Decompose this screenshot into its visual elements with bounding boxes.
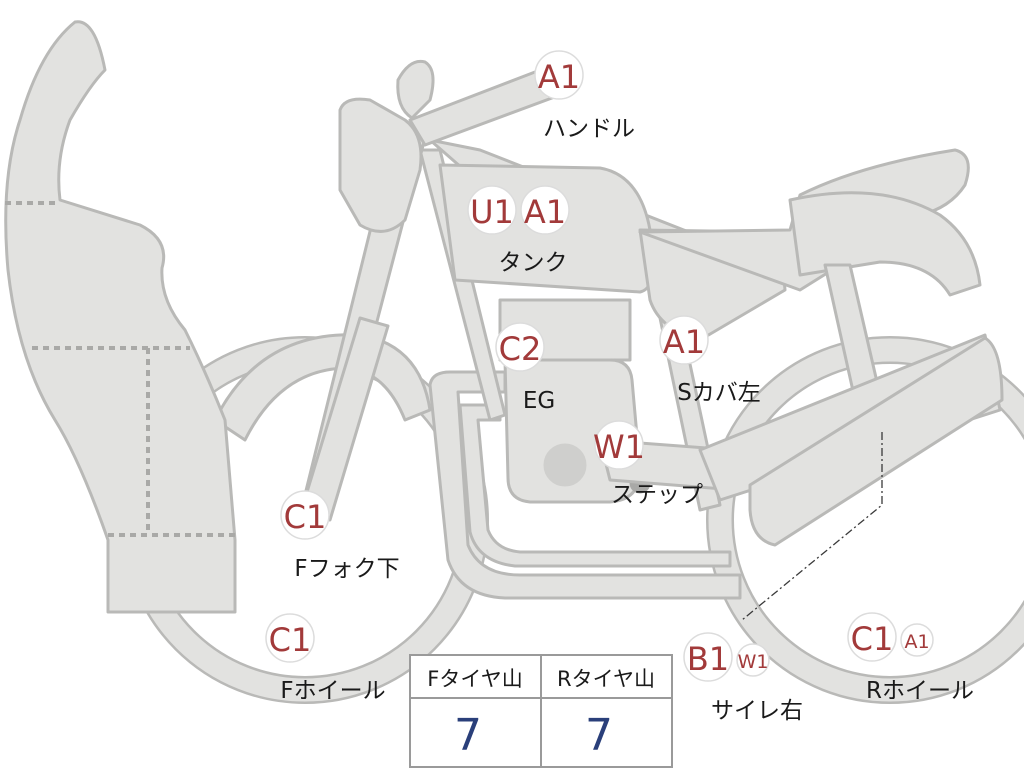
badge-code: C1 <box>851 620 894 658</box>
badge-code: C1 <box>269 621 312 659</box>
exhaust-pipe-outer <box>428 370 742 600</box>
point-label: サイレ右 <box>711 698 803 724</box>
badge-code: A1 <box>663 323 705 361</box>
tire-tread-table: Fタイヤ山 Rタイヤ山 7 7 <box>409 654 673 768</box>
rear-wheel-rim-fill <box>708 338 1024 702</box>
rear-fender <box>788 191 982 297</box>
point-engine: C2 EG <box>495 322 555 414</box>
badge-circle <box>467 185 517 235</box>
engine-cover <box>543 443 587 487</box>
badge-circle <box>265 613 315 663</box>
rear-wheel-guide-line <box>741 432 883 621</box>
point-label: ハンドル <box>543 116 635 142</box>
badge-circle <box>900 623 934 657</box>
point-side-cover: A1 Sカバ左 <box>659 315 761 406</box>
rear-tread-header: Rタイヤ山 <box>557 667 655 691</box>
badge-circle <box>520 185 570 235</box>
badge-code: W1 <box>738 651 769 673</box>
badge-circle <box>495 322 545 372</box>
point-label: ステップ <box>611 482 703 508</box>
fairing-dotted-lines <box>5 201 235 537</box>
badge-circle <box>736 643 770 677</box>
badge-code: C1 <box>284 498 327 536</box>
point-front-wheel: C1 Fホイール <box>265 613 386 704</box>
badge-circle <box>659 315 709 365</box>
point-handle: A1 ハンドル <box>534 50 635 142</box>
exhaust-pipe-inner <box>458 403 732 568</box>
badge-circle <box>534 50 584 100</box>
badge-code: W1 <box>593 428 645 466</box>
badge-circle <box>847 612 897 662</box>
fairing <box>4 20 237 614</box>
badge-code: C2 <box>499 330 542 368</box>
headlight-bracket <box>396 59 435 120</box>
badge-code: A1 <box>538 58 580 96</box>
badge-code: U1 <box>470 193 514 231</box>
point-rear-wheel: C1 A1 Rホイール <box>847 612 974 704</box>
point-label: タンク <box>499 250 568 276</box>
point-label: Fホイール <box>280 678 385 704</box>
point-front-fork: C1 Fフォク下 <box>280 490 400 582</box>
headlight <box>338 97 423 233</box>
badge-code: B1 <box>687 640 729 678</box>
point-label: Sカバ左 <box>677 380 761 406</box>
badge-circle <box>594 420 644 470</box>
silencer <box>748 336 1004 547</box>
point-label: Rホイール <box>866 678 974 704</box>
front-tread-value: 7 <box>454 710 482 761</box>
point-label: Fフォク下 <box>294 556 399 582</box>
badge-circle <box>683 632 733 682</box>
fork-slider <box>298 316 390 522</box>
badge-code: A1 <box>904 631 929 653</box>
badge-code: A1 <box>524 193 566 231</box>
point-tank: U1 A1 タンク <box>467 185 570 276</box>
front-tread-header: Fタイヤ山 <box>427 667 522 691</box>
point-muffler: B1 W1 サイレ右 <box>683 632 803 724</box>
point-step: W1 ステップ <box>593 420 703 508</box>
point-label: EG <box>523 388 555 414</box>
rear-tread-value: 7 <box>585 710 613 761</box>
badge-circle <box>280 490 330 540</box>
